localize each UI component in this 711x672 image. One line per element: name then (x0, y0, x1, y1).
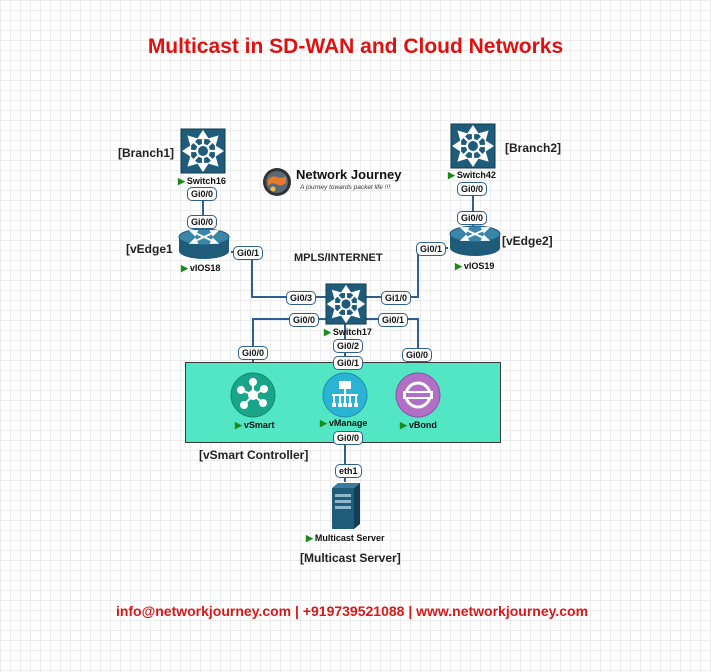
port-sw16-down: Gi0/0 (187, 187, 218, 201)
contact-footer: info@networkjourney.com | +919739521088 … (115, 603, 589, 619)
switch42-label: ▶Switch42 (448, 170, 496, 181)
vios19-name: vIOS19 (463, 261, 495, 271)
branch2-label: [Branch2] (505, 141, 562, 155)
play-icon: ▶ (178, 176, 185, 186)
switch17-icon[interactable] (325, 283, 367, 325)
vbond-name: vBond (408, 420, 437, 430)
switch42-icon[interactable] (450, 123, 496, 169)
switch16-name: Switch16 (186, 176, 226, 186)
port-vmanage-down: Gi0/0 (333, 431, 364, 445)
globe-icon (263, 168, 291, 196)
play-icon: ▶ (306, 533, 313, 543)
vios18-name: vIOS18 (189, 263, 221, 273)
play-icon: ▶ (181, 263, 188, 273)
vmanage-label: ▶vManage (320, 418, 367, 429)
switch17-label: ▶Switch17 (324, 327, 372, 338)
port-r19-up: Gi0/0 (457, 211, 488, 225)
port-sw17-right: Gi1/0 (381, 291, 412, 305)
port-vmanage-up: Gi0/1 (333, 356, 364, 370)
vmanage-name: vManage (328, 418, 368, 428)
server-site-label: [Multicast Server] (300, 551, 401, 565)
play-icon: ▶ (235, 420, 242, 430)
vios19-label: ▶vIOS19 (455, 261, 494, 272)
vedge2-label: [vEdge2] (502, 234, 553, 248)
vbond-icon[interactable] (395, 372, 441, 418)
vios18-router-icon[interactable] (177, 228, 231, 262)
controller-label: [vSmart Controller] (199, 448, 309, 462)
play-icon: ▶ (400, 420, 407, 430)
switch16-label: ▶Switch16 (178, 176, 226, 187)
vbond-label: ▶vBond (400, 420, 437, 431)
port-server-up: eth1 (335, 464, 362, 478)
switch42-name: Switch42 (456, 170, 496, 180)
switch16-icon[interactable] (180, 128, 226, 174)
vmanage-icon[interactable] (322, 372, 368, 418)
logo: Network Journey A journey towards packet… (262, 166, 422, 198)
diagram-title: Multicast in SD-WAN and Cloud Networks (147, 35, 564, 58)
port-vbond-up: Gi0/0 (402, 348, 433, 362)
play-icon: ▶ (455, 261, 462, 271)
play-icon: ▶ (324, 327, 331, 337)
switch17-name: Switch17 (332, 327, 372, 337)
server-label: ▶Multicast Server (306, 533, 384, 544)
server-icon[interactable] (331, 482, 361, 530)
logo-name: Network Journey (296, 167, 402, 182)
logo-tagline: A journey towards packet life !!! (300, 184, 391, 191)
port-vsmart-up: Gi0/0 (238, 346, 269, 360)
port-r19-left: Gi0/1 (416, 242, 447, 256)
server-name: Multicast Server (314, 533, 385, 543)
play-icon: ▶ (448, 170, 455, 180)
port-sw17-vsmart: Gi0/0 (289, 313, 320, 327)
branch1-label: [Branch1] (118, 146, 175, 160)
port-sw17-vbond: Gi0/1 (378, 313, 409, 327)
vios18-label: ▶vIOS18 (181, 263, 220, 274)
cloud-label: MPLS/INTERNET (294, 252, 383, 264)
port-r18-up: Gi0/0 (187, 215, 218, 229)
vios19-router-icon[interactable] (448, 225, 502, 259)
vsmart-label: ▶vSmart (235, 420, 274, 431)
play-icon: ▶ (320, 418, 327, 428)
vedge1-label: [vEdge1 (126, 242, 173, 256)
vsmart-name: vSmart (243, 420, 275, 430)
port-sw17-vmanage: Gi0/2 (333, 339, 364, 353)
port-sw42-down: Gi0/0 (457, 182, 488, 196)
port-sw17-left: Gi0/3 (286, 291, 317, 305)
port-r18-right: Gi0/1 (233, 246, 264, 260)
vsmart-icon[interactable] (230, 372, 276, 418)
